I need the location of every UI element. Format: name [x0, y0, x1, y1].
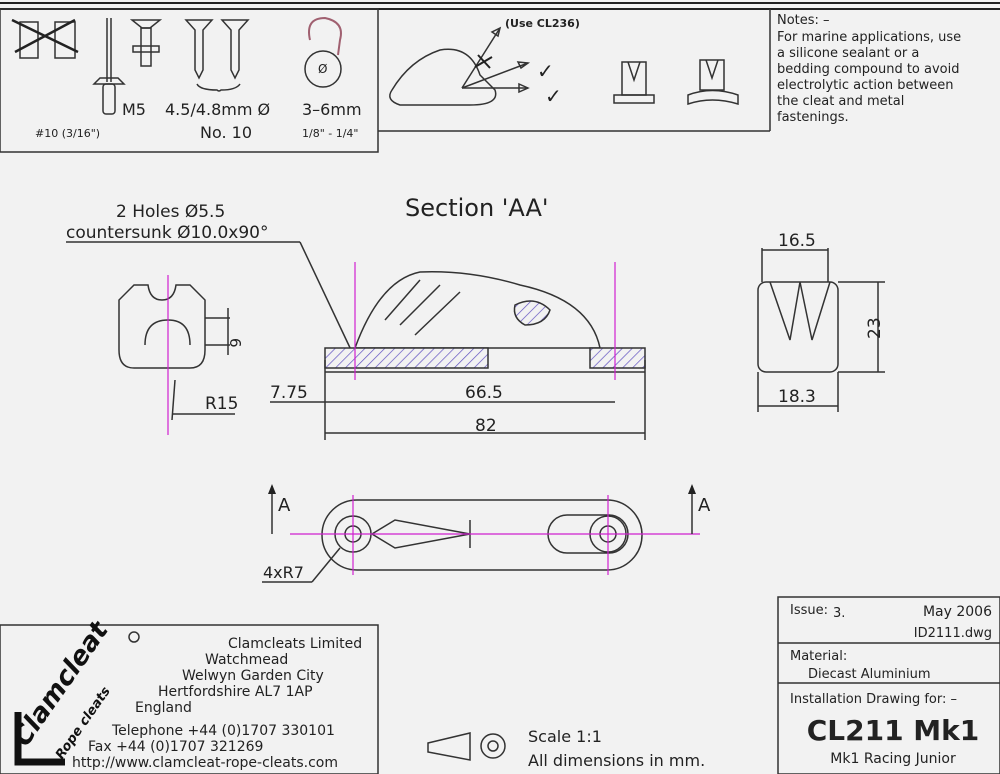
address-line: Watchmead: [205, 652, 288, 668]
rope-icon: Ø: [304, 16, 342, 88]
file-name: ID2111.dwg: [914, 626, 992, 641]
address-line: England: [135, 700, 192, 716]
curved-mount-icon: [687, 59, 739, 106]
issue-date: May 2006: [923, 604, 992, 620]
plan-view: A A 4xR7: [262, 484, 711, 583]
notes-line: fastenings.: [777, 110, 849, 125]
dim-4xr7: 4xR7: [263, 563, 304, 582]
fixings-panel: Ø M5 #10 (3/16") 4.5/4.8mm Ø No. 10 3–6m…: [11, 16, 362, 142]
install-label: Installation Drawing for: –: [790, 692, 957, 707]
notes-title: Notes: –: [777, 13, 830, 28]
screw-size: 4.5/4.8mm Ø: [165, 100, 270, 119]
notes-line: bedding compound to avoid: [777, 62, 959, 77]
section-view: 7.75 66.5 82: [270, 262, 646, 440]
use-cl236-note: (Use CL236): [505, 17, 580, 30]
section-title: Section 'AA': [405, 194, 549, 222]
fax: Fax +44 (0)1707 321269: [88, 739, 263, 755]
scale-block: Scale 1:1 All dimensions in mm.: [427, 727, 705, 770]
crossed-out-screws-icon: [11, 18, 79, 59]
rope-size: 3–6mm: [302, 100, 362, 119]
issue-number: 3.: [833, 606, 845, 621]
section-marker-a-right: A: [698, 495, 711, 516]
units-note: All dimensions in mm.: [528, 751, 705, 770]
website-link[interactable]: http://www.clamcleat-rope-cleats.com: [72, 755, 338, 771]
svg-text:Ø: Ø: [318, 62, 327, 76]
notes-panel: Notes: – For marine applications, use a …: [777, 13, 961, 125]
bolt-icon: [129, 19, 163, 67]
end-view-left: 6 R15: [118, 275, 244, 435]
end-view-right: 16.5 23 18.3: [757, 231, 885, 412]
section-marker-a-left: A: [278, 495, 291, 516]
svg-text:Clamcleat: Clamcleat: [7, 615, 115, 752]
dim-18-3: 18.3: [778, 387, 816, 407]
screw-number: No. 10: [200, 123, 252, 142]
product-code: CL211 Mk1: [807, 714, 980, 747]
notes-line: a silicone sealant or a: [777, 46, 919, 61]
notes-line: For marine applications, use: [777, 30, 961, 45]
product-name: Mk1 Racing Junior: [830, 751, 956, 767]
tick-icon: ✓: [545, 84, 562, 108]
wood-screws-icon: [184, 19, 250, 92]
dim-16-5: 16.5: [778, 231, 816, 251]
address-line: Welwyn Garden City: [182, 668, 324, 684]
telephone: Telephone +44 (0)1707 330101: [111, 723, 335, 739]
dim-66-5: 66.5: [465, 383, 503, 403]
rope-size-imperial: 1/8" - 1/4": [302, 127, 359, 140]
material-value: Diecast Aluminium: [808, 667, 931, 682]
dim-7-75: 7.75: [270, 383, 308, 403]
cleat-3d-icon: [389, 48, 497, 106]
rivet-size-imperial: #10 (3/16"): [35, 127, 100, 140]
holes-note: 2 Holes Ø5.5: [116, 202, 225, 222]
dim-23: 23: [865, 317, 885, 339]
dim-r15: R15: [205, 394, 238, 414]
address-line: Hertfordshire AL7 1AP: [158, 684, 313, 700]
material-label: Material:: [790, 649, 847, 664]
dim-82: 82: [475, 416, 497, 436]
notes-line: the cleat and metal: [777, 94, 904, 109]
rivet-size: M5: [122, 100, 146, 119]
countersunk-note: countersunk Ø10.0x90°: [66, 223, 269, 243]
rivet-icon: [92, 18, 126, 115]
dim-6: 6: [226, 338, 244, 348]
company-block: Clamcleat Rope cleats Clamcleats Limited…: [7, 615, 362, 771]
title-block: Issue: 3. May 2006 ID2111.dwg Material: …: [790, 603, 992, 767]
issue-label: Issue:: [790, 603, 828, 618]
company-name: Clamcleats Limited: [228, 636, 362, 652]
scale-label: Scale 1:1: [528, 727, 602, 746]
flat-mount-icon: [613, 61, 655, 104]
usage-panel: (Use CL236) ✓ ✓: [389, 17, 739, 108]
tick-icon: ✓: [537, 59, 554, 83]
notes-line: electrolytic action between: [777, 78, 954, 93]
projection-symbol-icon: [427, 732, 471, 761]
